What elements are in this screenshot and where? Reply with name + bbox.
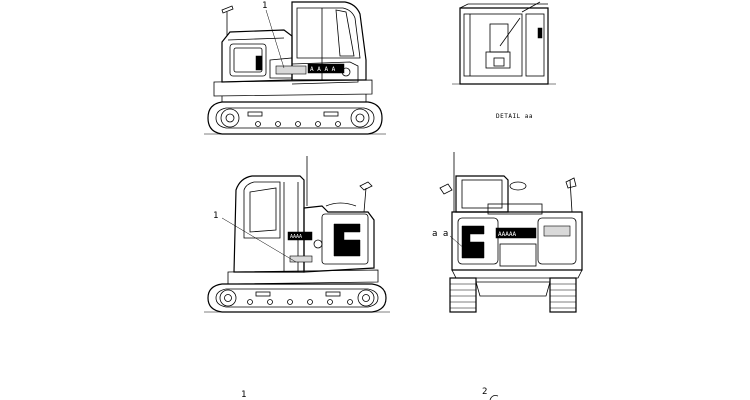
callout-aa-rear-view: a a	[432, 229, 449, 239]
callout-1-bottom: 1	[241, 390, 247, 400]
callout-1-top-left: 1	[262, 1, 268, 11]
callout-1-middle-left: 1	[213, 211, 219, 221]
excavator-rear-view: AAAAA	[439, 152, 583, 313]
callout-2-bottom: 2	[482, 387, 488, 397]
excavator-side-view-middle-left: AAAA	[204, 156, 390, 313]
detail-aa-label: DETAIL aa	[496, 113, 534, 120]
svg-text:AAAA: AAAA	[290, 234, 302, 240]
detail-aa-view	[452, 1, 556, 85]
excavator-side-view-top-left: A A A A	[204, 1, 386, 135]
decal-item-2-shape	[489, 395, 499, 400]
svg-text:AAAAA: AAAAA	[498, 231, 516, 238]
svg-text:A A A A: A A A A	[310, 66, 336, 73]
